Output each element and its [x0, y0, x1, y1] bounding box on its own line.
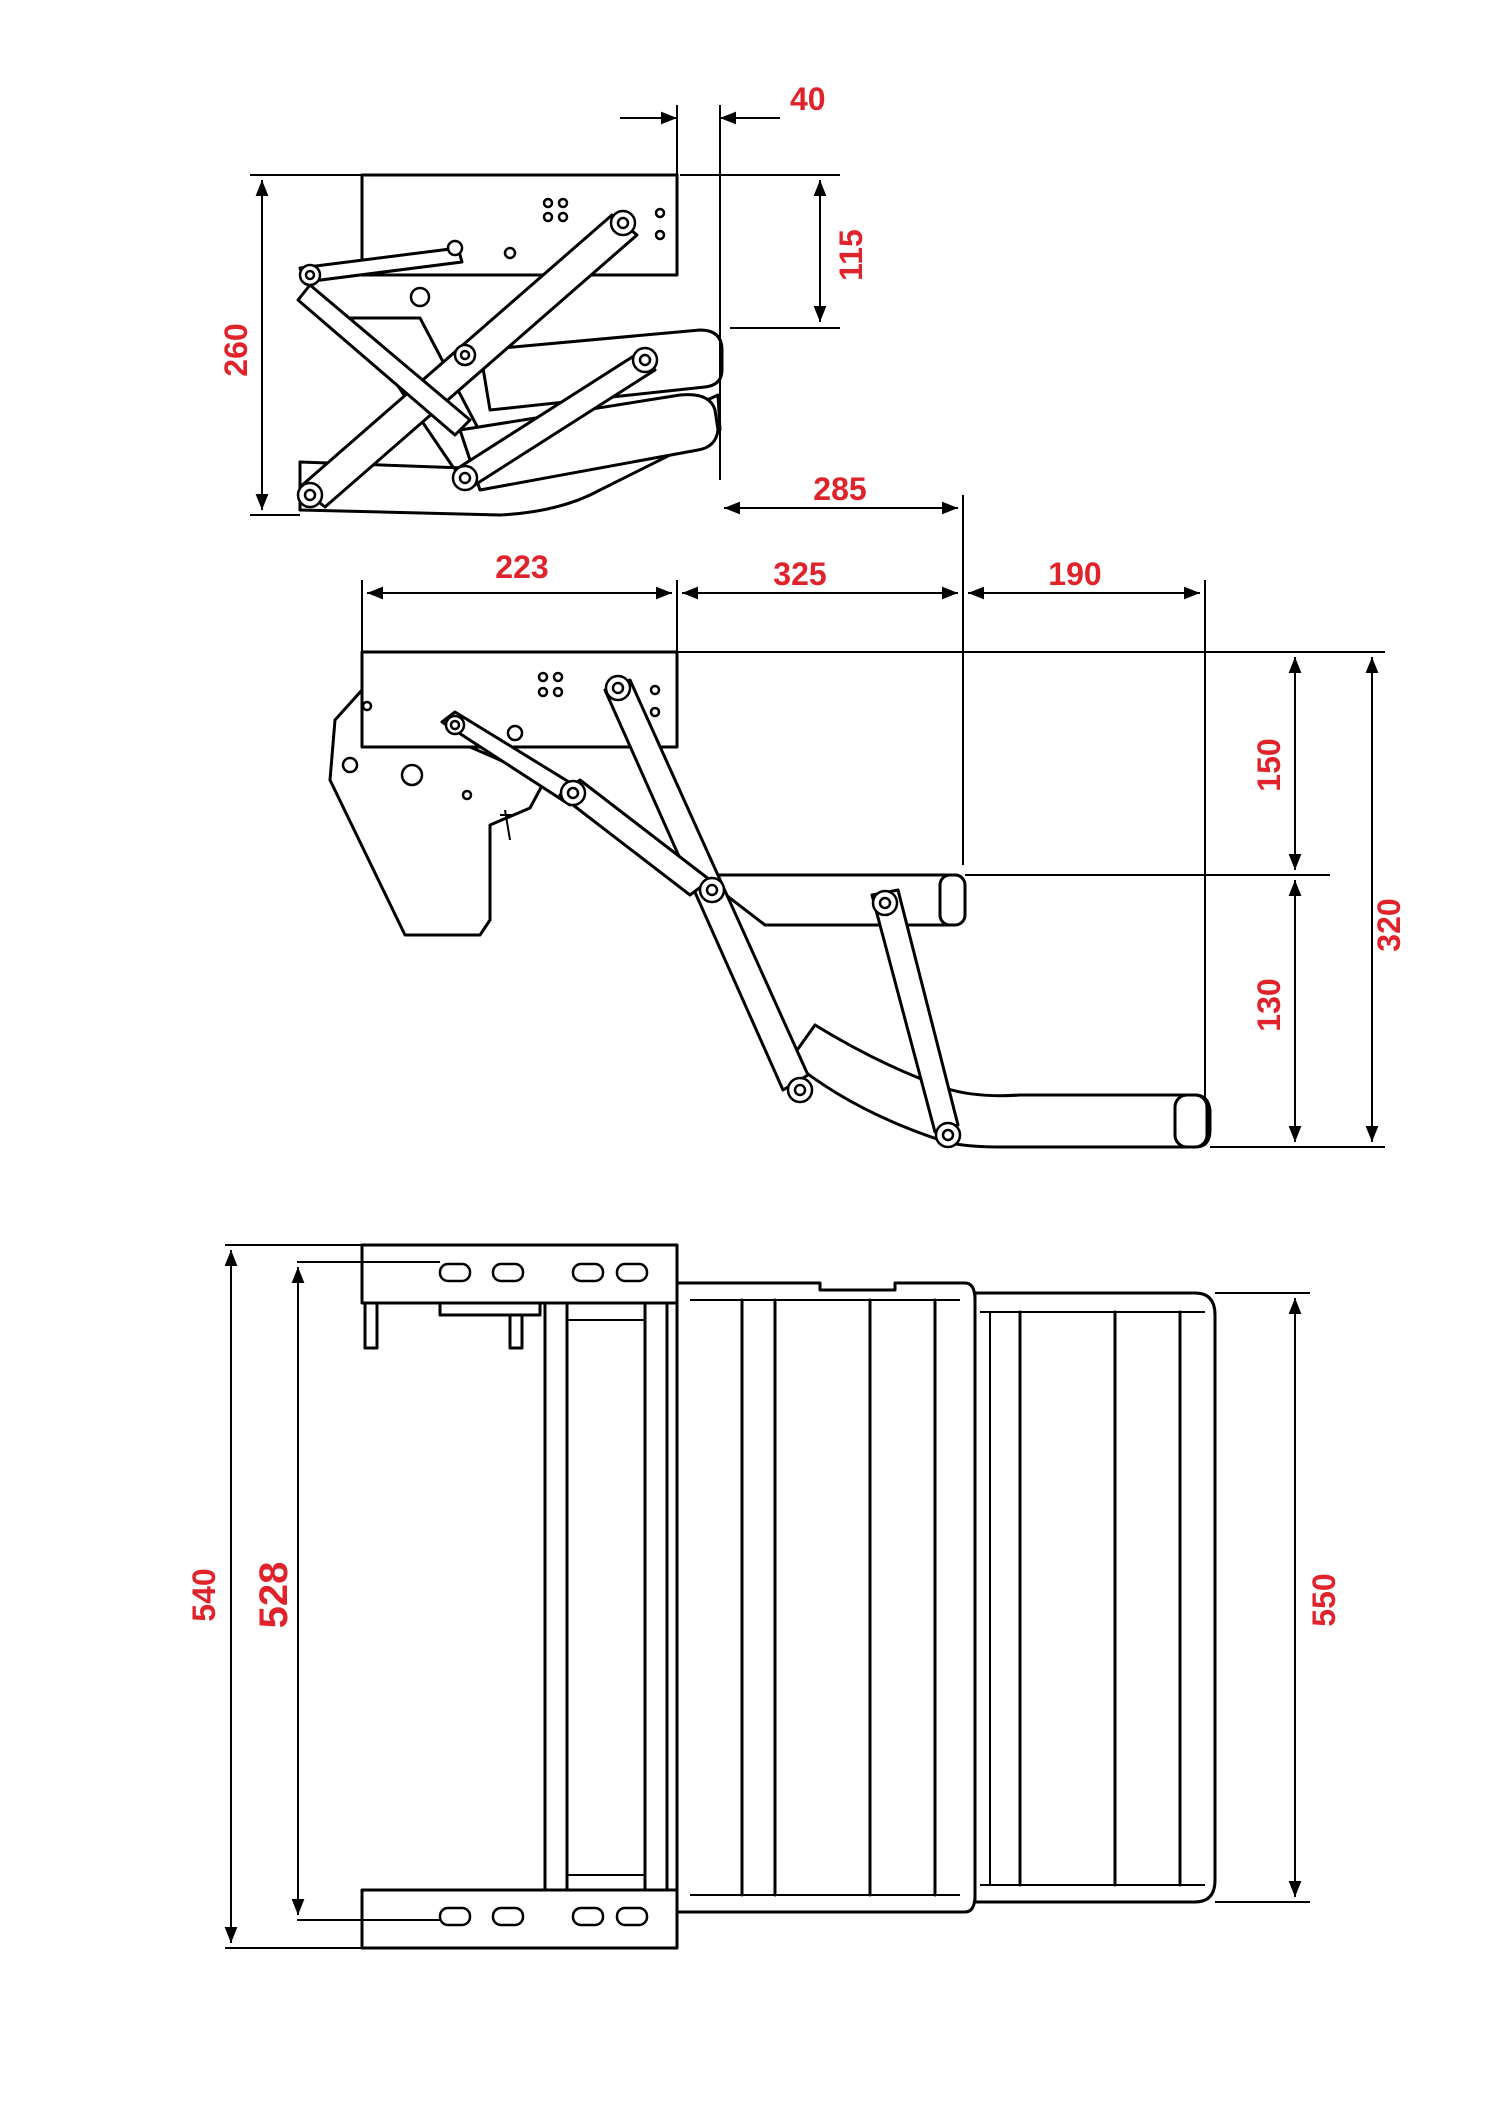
folded-upper-step-tube [478, 328, 724, 412]
dim-plan-mount-width: 528 [252, 1562, 296, 1629]
dim-extended-step1-reach: 325 [773, 556, 826, 592]
extended-side-plate [328, 688, 547, 937]
dim-plan-outer-width: 540 [186, 1568, 222, 1621]
plan-step-2 [973, 1291, 1217, 1904]
folded-lower-step-tube [458, 393, 720, 492]
extended-mid-step-tube [698, 873, 967, 927]
extended-side-view: 223 325 190 [328, 549, 1407, 1149]
dim-extended-bracket-width: 223 [495, 549, 548, 585]
dim-extended-step2-reach: 190 [1048, 556, 1101, 592]
dim-folded-top-height: 115 [833, 229, 869, 281]
dim-plan-step-width: 550 [1306, 1573, 1342, 1626]
dim-extended-step1-drop: 150 [1251, 738, 1287, 791]
folded-link-cross [296, 283, 472, 437]
folded-side-view: 40 115 260 285 [218, 81, 964, 865]
dim-extended-step2-drop: 130 [1251, 978, 1287, 1031]
extended-lower-step-tube [788, 1023, 1212, 1149]
dim-folded-reach: 285 [813, 471, 866, 507]
plan-bottom-slots [438, 1906, 649, 1927]
dim-folded-offset: 40 [790, 81, 826, 117]
plan-view: 540 528 550 [186, 1243, 1342, 1950]
plan-top-slots [438, 1262, 649, 1283]
dim-folded-height: 260 [218, 323, 254, 376]
plan-step-1 [675, 1281, 977, 1914]
dim-extended-total-drop: 320 [1371, 898, 1407, 951]
